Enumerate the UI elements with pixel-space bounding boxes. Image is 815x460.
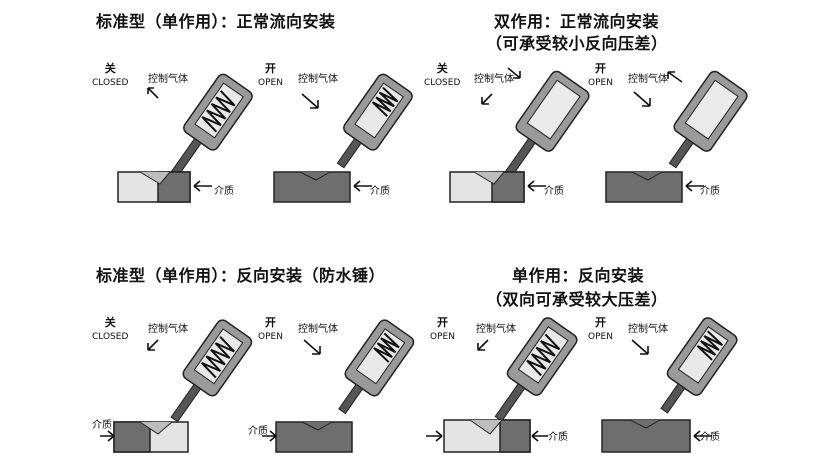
medium-label-3: 介质 [544,186,564,197]
control-gas-label-1: 控制气体 [148,74,188,85]
medium-label-6: 介质 [248,426,268,437]
medium-arrow [527,180,546,192]
section-subtitle-2: （可承受较小反向压差） [486,34,668,53]
gas-arrow [477,339,489,351]
state-open-2: 开 OPEN [588,62,613,90]
state-closed-1: 关 CLOSED [92,62,128,90]
state-en: CLOSED [92,78,129,88]
valve-diagram-4 [605,70,748,203]
medium-label-5: 介质 [92,420,112,431]
gas-arrow [667,71,683,83]
medium-label-1: 介质 [214,186,234,197]
medium-label-2: 介质 [370,186,390,197]
control-gas-label-6: 控制气体 [298,324,338,335]
medium-arrow [693,430,712,442]
control-gas-label-8: 控制气体 [628,324,668,335]
medium-arrow [685,180,704,192]
control-gas-label-5: 控制气体 [148,324,188,335]
section-subtitle-4: （双向可承受较大压差） [486,290,668,309]
medium-label-7: 介质 [548,432,568,443]
valve-diagram-2 [273,73,413,203]
gas-arrow [631,339,649,355]
control-gas-label-2: 控制气体 [298,74,338,85]
medium-arrow [262,430,277,442]
control-gas-label-3: 控制气体 [474,74,514,85]
state-en: OPEN [258,332,283,342]
state-open-5: 开 OPEN [588,316,613,344]
gas-arrow [147,87,159,99]
state-cn: 关 [436,62,448,75]
state-open-1: 开 OPEN [258,62,283,90]
section-title-3: 标准型（单作用）：反向安装（防水锤） [96,266,386,285]
state-cn: 开 [264,62,276,75]
medium-arrow [353,180,372,192]
state-en: OPEN [430,332,455,342]
gas-arrow [633,91,651,107]
state-closed-2: 关 CLOSED [424,62,460,90]
valve-diagram-7 [426,317,578,453]
medium-label-4: 介质 [700,186,720,197]
valve-diagram-6 [262,319,415,453]
gas-arrow [481,93,493,105]
control-gas-label-4: 控制气体 [628,74,668,85]
section-title-4: 单作用：反向安装 [512,266,645,285]
gas-arrow [301,93,319,109]
medium-arrow [426,430,443,442]
section-title-2: 双作用：正常流向安装 [494,12,660,31]
state-cn: 开 [594,316,606,329]
state-open-4: 开 OPEN [430,316,455,344]
valve-diagram-3 [449,67,590,203]
section-title-1: 标准型（单作用）：正常流向安装 [96,12,336,31]
valve-diagram-8 [601,317,738,453]
state-cn: 关 [104,62,116,75]
state-cn: 关 [104,316,116,329]
gas-arrow [507,67,521,79]
medium-arrow [531,430,548,442]
medium-label-8: 介质 [700,432,720,443]
state-en: OPEN [588,78,613,88]
state-en: OPEN [258,78,283,88]
valve-diagram-1 [117,73,253,203]
medium-arrow [100,430,115,442]
state-en: CLOSED [424,78,461,88]
state-open-3: 开 OPEN [258,316,283,344]
gas-arrow [303,339,321,355]
state-en: OPEN [588,332,613,342]
state-cn: 开 [264,316,276,329]
medium-arrow [193,180,212,192]
state-closed-3: 关 CLOSED [92,316,128,344]
control-gas-label-7: 控制气体 [476,324,516,335]
gas-arrow [147,339,159,351]
state-cn: 开 [594,62,606,75]
state-cn: 开 [436,316,448,329]
valve-diagram-5 [100,319,253,453]
state-en: CLOSED [92,332,129,342]
